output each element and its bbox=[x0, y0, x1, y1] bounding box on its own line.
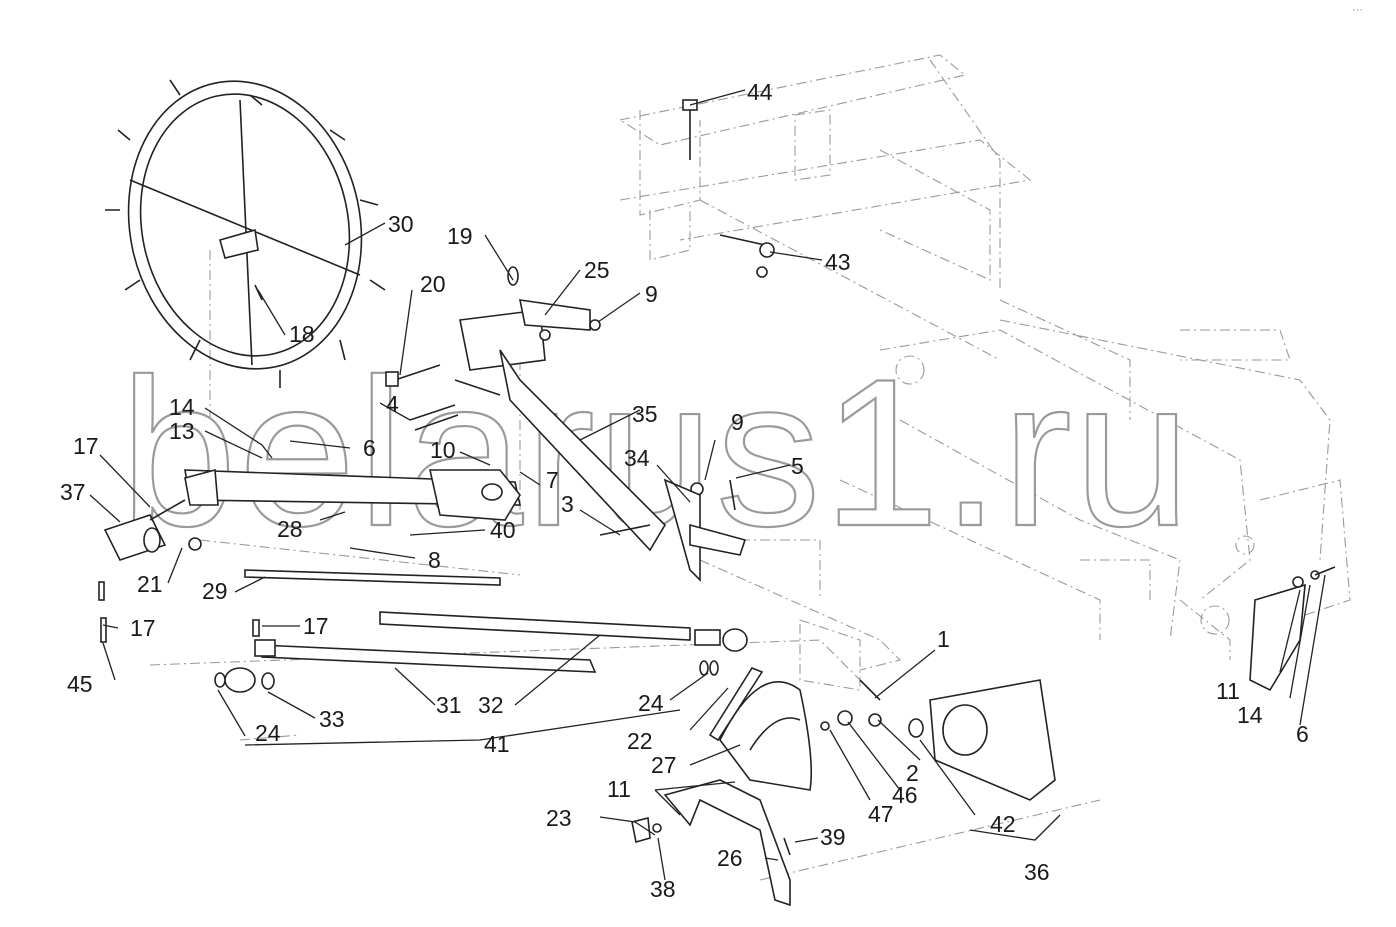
part-shafts bbox=[98, 569, 748, 693]
part-spiked-wheel-30 bbox=[105, 79, 386, 388]
callout-36: 36 bbox=[1024, 859, 1050, 885]
callout-17-lower: 17 bbox=[130, 615, 156, 641]
callout-47: 47 bbox=[868, 801, 894, 827]
callout-18: 18 bbox=[289, 321, 315, 347]
callout-14: 14 bbox=[169, 394, 195, 420]
callout-29: 29 bbox=[202, 578, 228, 604]
callout-4: 4 bbox=[386, 391, 399, 417]
part-bracket-25 bbox=[459, 266, 667, 552]
callout-25: 25 bbox=[584, 257, 610, 283]
part-right-links bbox=[1249, 566, 1336, 692]
callout-43: 43 bbox=[825, 249, 851, 275]
callout-44: 44 bbox=[747, 79, 773, 105]
callout-9: 9 bbox=[645, 281, 658, 307]
callout-21: 21 bbox=[137, 571, 163, 597]
callout-1: 1 bbox=[937, 626, 950, 652]
callout-26: 26 bbox=[717, 845, 743, 871]
part-lever-26 bbox=[631, 779, 791, 907]
callout-20: 20 bbox=[420, 271, 446, 297]
callout-3: 3 bbox=[561, 491, 574, 517]
callout-7: 7 bbox=[546, 467, 559, 493]
callout-32: 32 bbox=[478, 692, 504, 718]
callout-37: 37 bbox=[60, 479, 86, 505]
callout-24-left: 24 bbox=[255, 720, 281, 746]
callout-11-right: 11 bbox=[1216, 678, 1240, 704]
part-hub-37 bbox=[103, 499, 202, 561]
corner-mark: ··· bbox=[1352, 4, 1363, 16]
callouts: 44 30 19 25 9 43 20 18 14 13 6 4 35 9 10… bbox=[60, 79, 1309, 902]
callout-11-lower: 11 bbox=[607, 776, 631, 802]
callout-27: 27 bbox=[651, 752, 677, 778]
callout-46: 46 bbox=[892, 782, 918, 808]
part-gearbox-42 bbox=[820, 679, 1056, 801]
leader-lines bbox=[89, 89, 1326, 881]
callout-40: 40 bbox=[490, 517, 516, 543]
callout-39: 39 bbox=[820, 824, 846, 850]
part-lever-28 bbox=[184, 468, 521, 521]
part-bolts-upper bbox=[599, 99, 775, 582]
callout-38: 38 bbox=[650, 876, 676, 902]
callout-13: 13 bbox=[169, 418, 195, 444]
callout-30: 30 bbox=[388, 211, 414, 237]
callout-45: 45 bbox=[67, 671, 93, 697]
callout-41: 41 bbox=[484, 731, 510, 757]
callout-22: 22 bbox=[627, 728, 653, 754]
callout-28: 28 bbox=[277, 516, 303, 542]
callout-2: 2 bbox=[906, 760, 919, 786]
part-guard-27 bbox=[708, 667, 813, 791]
callout-17: 17 bbox=[73, 433, 99, 459]
callout-10: 10 bbox=[430, 437, 456, 463]
watermark: belarus1.ru bbox=[120, 335, 1193, 570]
callout-6: 6 bbox=[363, 435, 376, 461]
callout-6-right: 6 bbox=[1296, 721, 1309, 747]
callout-34: 34 bbox=[624, 445, 650, 471]
callout-8: 8 bbox=[428, 547, 441, 573]
callout-31: 31 bbox=[436, 692, 462, 718]
callout-35: 35 bbox=[632, 401, 658, 427]
callout-19: 19 bbox=[447, 223, 473, 249]
callout-14-right: 14 bbox=[1237, 702, 1263, 728]
callout-5: 5 bbox=[791, 453, 804, 479]
callout-42: 42 bbox=[990, 811, 1016, 837]
callout-9-lower: 9 bbox=[731, 409, 744, 435]
part-bolts-4-20 bbox=[385, 364, 501, 431]
callout-24-right: 24 bbox=[638, 690, 664, 716]
callout-33: 33 bbox=[319, 706, 345, 732]
callout-23: 23 bbox=[546, 805, 572, 831]
callout-17-shaft: 17 bbox=[303, 613, 329, 639]
